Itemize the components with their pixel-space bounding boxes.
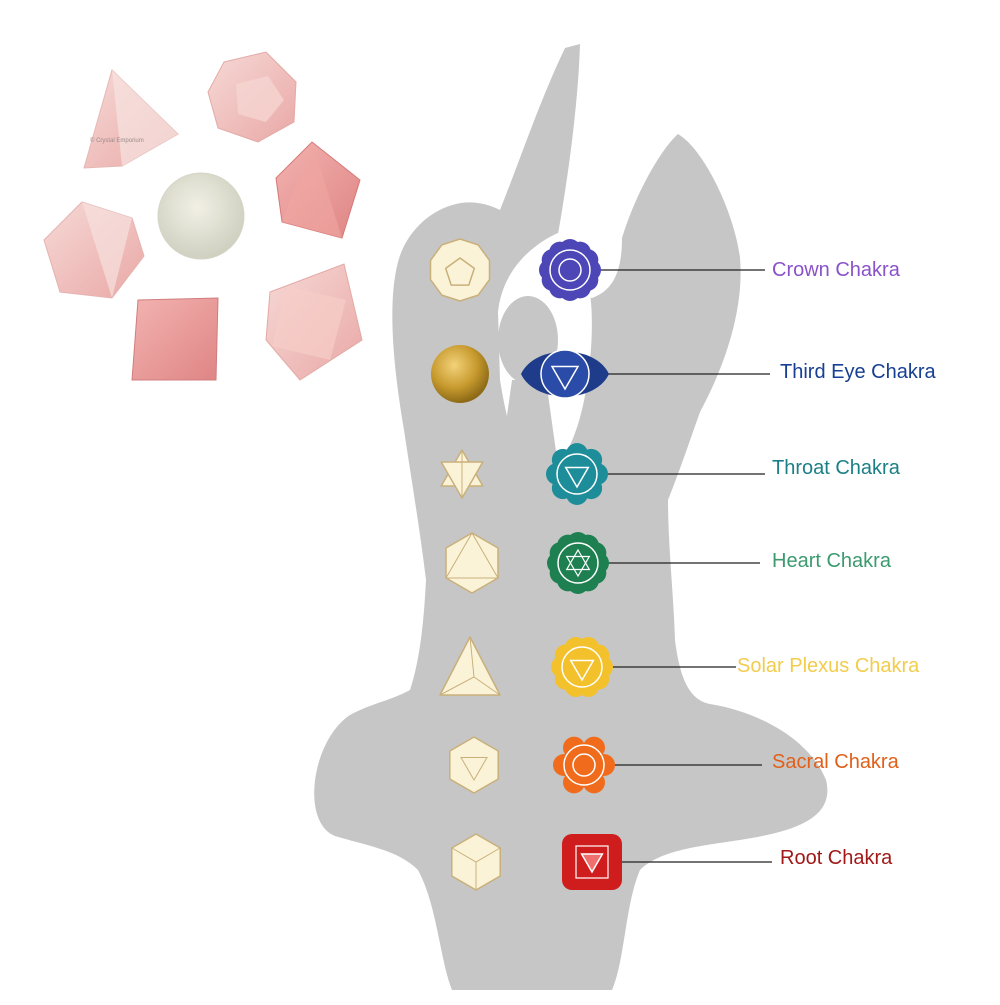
icosahedron-icon xyxy=(449,736,499,794)
rose-quartz-stones xyxy=(43,51,363,381)
stone-dodecahedron xyxy=(207,51,297,143)
stone-octahedron xyxy=(43,201,145,299)
watermark: © Crystal Emporium xyxy=(90,138,144,144)
chakra-row-heart-chakra xyxy=(445,532,760,594)
dodecahedron-icon xyxy=(429,238,491,302)
throat-chakra-label: Throat Chakra xyxy=(772,457,900,479)
stone-sphere xyxy=(157,172,245,260)
cube-icon xyxy=(451,833,501,891)
stone-merkaba xyxy=(265,263,363,381)
heart-chakra-symbol-icon xyxy=(547,532,609,594)
root-chakra-label: Root Chakra xyxy=(780,847,893,869)
crown-chakra-symbol-icon xyxy=(539,239,601,301)
merkaba-icon xyxy=(440,449,484,499)
solar-plexus-chakra-symbol-icon xyxy=(551,636,613,698)
chakra-rows xyxy=(429,238,772,891)
sacral-chakra-symbol-icon xyxy=(553,736,615,794)
stone-cube xyxy=(131,297,219,381)
chakra-row-sacral-chakra xyxy=(449,736,762,794)
sphere-icon xyxy=(431,345,489,403)
third-eye-chakra-label: Third Eye Chakra xyxy=(780,361,936,383)
throat-chakra-symbol-icon xyxy=(546,443,608,505)
octahedron-icon xyxy=(445,532,499,594)
chakra-row-crown-chakra xyxy=(429,238,765,302)
tetrahedron-icon xyxy=(439,636,501,696)
chakra-row-solar-plexus-chakra xyxy=(439,636,736,698)
chakra-row-root-chakra xyxy=(451,833,772,891)
third-eye-chakra-symbol-icon xyxy=(521,349,609,399)
sacral-chakra-label: Sacral Chakra xyxy=(772,751,899,773)
heart-chakra-label: Heart Chakra xyxy=(772,550,891,572)
root-chakra-symbol-icon xyxy=(562,834,622,890)
chakra-row-throat-chakra xyxy=(440,443,765,505)
stone-pyramid xyxy=(275,141,361,239)
crown-chakra-label: Crown Chakra xyxy=(772,259,900,281)
stone-tetrahedron xyxy=(83,69,179,169)
solar-plexus-chakra-label: Solar Plexus Chakra xyxy=(737,655,920,677)
chakra-row-third-eye-chakra xyxy=(431,345,770,403)
